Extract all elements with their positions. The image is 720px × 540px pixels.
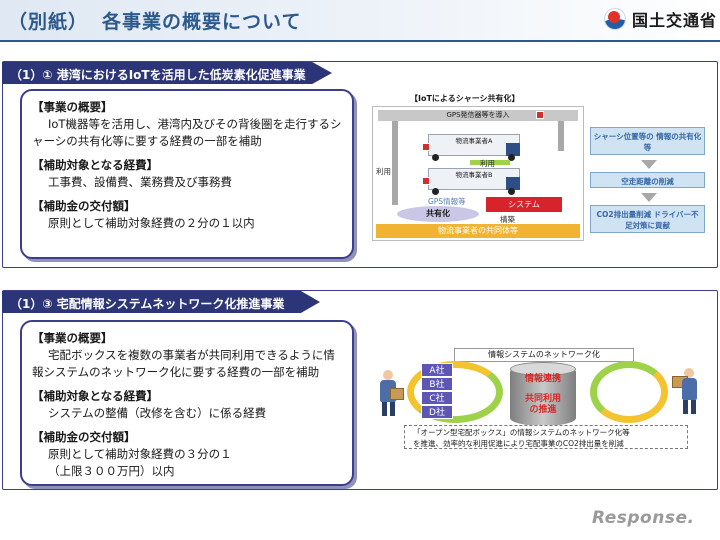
section-2-info-box: 【事業の概要】 宅配ボックスを複数の事業者が共同利用できるように情報システムのネ… xyxy=(20,320,354,486)
section-1-info-box: 【事業の概要】 IoT機器等を活用し、港湾内及びその背後圏を走行するシャーシの共… xyxy=(20,89,354,259)
database-cylinder-top xyxy=(510,362,576,376)
header-divider xyxy=(0,40,720,42)
riyo-label-mid: 利用 xyxy=(480,159,495,168)
network-title: 情報システムのネットワーク化 xyxy=(454,348,634,362)
s2-heading-amount: 【補助金の交付額】 xyxy=(32,430,136,444)
flow-arrow-right xyxy=(558,121,564,151)
system-box: システム xyxy=(486,197,562,212)
shared-use-arrow xyxy=(470,160,510,165)
company-c: C社 xyxy=(421,391,453,405)
gps-bar: GPS発信器等を導入 xyxy=(378,110,578,121)
s1-text-amount: 原則として補助対象経費の２分の１以内 xyxy=(48,216,255,230)
ministry-logo: 国土交通省 xyxy=(604,6,717,32)
gps-device-icon xyxy=(536,111,544,119)
truck-b-cab xyxy=(506,177,520,190)
s2-text-amount-cap: （上限３００万円）以内 xyxy=(48,464,175,478)
truck-a-label: 物流事業者A xyxy=(455,137,493,145)
title-prefix: （別紙） xyxy=(8,11,89,33)
info-link-label: 情報連携 xyxy=(524,374,561,384)
company-b: B社 xyxy=(421,377,453,391)
header-bar xyxy=(0,0,720,40)
s2-text-expenses: システムの整備（改修を含む）に係る経費 xyxy=(48,406,267,420)
s1-text-overview: IoT機器等を活用し、港湾内及びその背後圏を走行するシャーシの共有化等に要する経… xyxy=(32,117,342,148)
company-a: A社 xyxy=(421,363,453,377)
response-watermark: Response. xyxy=(592,508,695,528)
s2-text-amount: 原則として補助対象経費の３分の１ xyxy=(48,447,232,461)
cycle-arrow-right xyxy=(590,361,668,423)
section-2-frame xyxy=(2,290,718,490)
truck-b-wheel xyxy=(508,188,515,195)
network-caption: 「オープン型宅配ボックス」の情報システムのネットワーク化等 を推進、効率的な利用… xyxy=(404,425,688,449)
gps-device-icon xyxy=(422,143,430,151)
flow-co2-reduction: CO2排出量削減 ドライバー不足対策に貢献 xyxy=(590,205,705,233)
truck-a-wheel xyxy=(508,154,515,161)
section-1-tab: （1）① 港湾におけるIoTを活用した低炭素化促進事業 xyxy=(2,62,332,84)
title-main: 各事業の概要について xyxy=(102,11,302,33)
s2-text-overview: 宅配ボックスを複数の事業者が共同利用できるように情報システムのネットワーク化に要… xyxy=(32,348,335,379)
caption-line-2: を推進、効率的な利用促進により宅配事業のCO2排出量を削減 xyxy=(413,439,624,448)
truck-b-label: 物流事業者B xyxy=(455,171,493,179)
chassis-diagram-title: 【IoTによるシャーシ共有化】 xyxy=(410,94,520,103)
s1-text-expenses: 工事費、設備費、業務費及び事務費 xyxy=(48,175,232,189)
mlit-logo-icon xyxy=(604,8,626,30)
kochiku-label: 構築 xyxy=(500,215,515,224)
promotion-label: の推進 xyxy=(529,405,557,415)
gps-info-label: GPS情報等 xyxy=(428,197,466,206)
page-title: （別紙） 各事業の概要について xyxy=(8,7,301,34)
cycle-arrow-left xyxy=(407,361,503,423)
section-2-tab: （1）③ 宅配情報システムネットワーク化推進事業 xyxy=(2,291,320,313)
s1-heading-expenses: 【補助対象となる経費】 xyxy=(32,158,159,172)
chassis-diagram-frame xyxy=(372,106,584,241)
section-1-frame xyxy=(2,61,718,268)
gps-device-icon xyxy=(422,177,430,185)
logo-text: 国土交通省 xyxy=(632,11,718,30)
s1-heading-amount: 【補助金の交付額】 xyxy=(32,199,136,213)
truck-a-cab xyxy=(506,143,520,156)
caption-line-1: 「オープン型宅配ボックス」の情報システムのネットワーク化等 xyxy=(413,428,630,437)
flow-empty-distance: 空走距離の削減 xyxy=(590,172,705,188)
kyoyuka-ellipse: 共有化 xyxy=(397,206,479,222)
truck-b-wheel xyxy=(432,188,439,195)
flow-arrow-left xyxy=(392,121,398,205)
consortium-bar: 物流事業者の共同体等 xyxy=(376,224,580,238)
company-d: D社 xyxy=(421,405,453,419)
s2-heading-overview: 【事業の概要】 xyxy=(32,331,113,345)
flow-down-arrow xyxy=(641,160,657,169)
flow-info-sharing: シャーシ位置等の 情報の共有化等 xyxy=(590,127,705,155)
shared-use-label: 共同利用 xyxy=(524,394,561,404)
truck-a-wheel xyxy=(432,154,439,161)
riyo-label-left: 利用 xyxy=(376,167,391,176)
flow-down-arrow xyxy=(641,193,657,202)
s2-heading-expenses: 【補助対象となる経費】 xyxy=(32,389,159,403)
s1-heading-overview: 【事業の概要】 xyxy=(32,100,113,114)
